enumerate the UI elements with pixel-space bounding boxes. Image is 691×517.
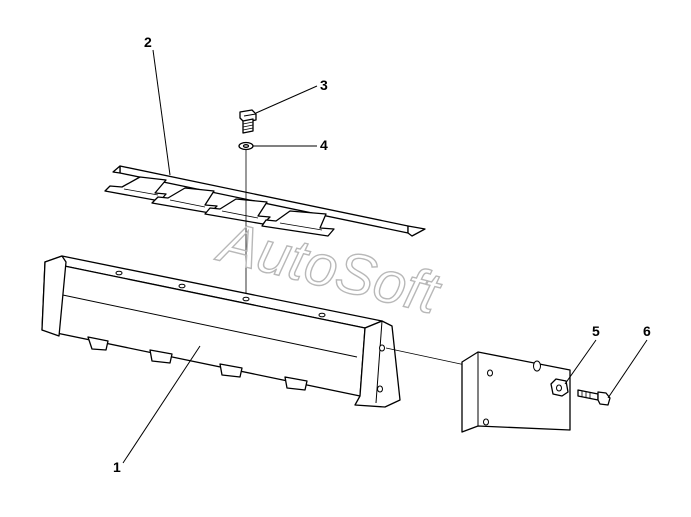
callout-4: 4 [320, 137, 328, 153]
callout-6: 6 [643, 323, 651, 339]
leader-lines [122, 49, 648, 464]
washer-4 [238, 141, 254, 151]
bolt-6 [577, 389, 611, 406]
housing-box [41, 255, 401, 408]
callout-2: 2 [144, 34, 152, 50]
callout-5: 5 [592, 323, 600, 339]
callout-1: 1 [113, 459, 121, 475]
callout-3: 3 [320, 77, 328, 93]
gasket-plate [104, 165, 426, 237]
nut-5 [550, 378, 569, 397]
mounting-bracket [461, 351, 571, 433]
bolt-3 [239, 109, 257, 134]
